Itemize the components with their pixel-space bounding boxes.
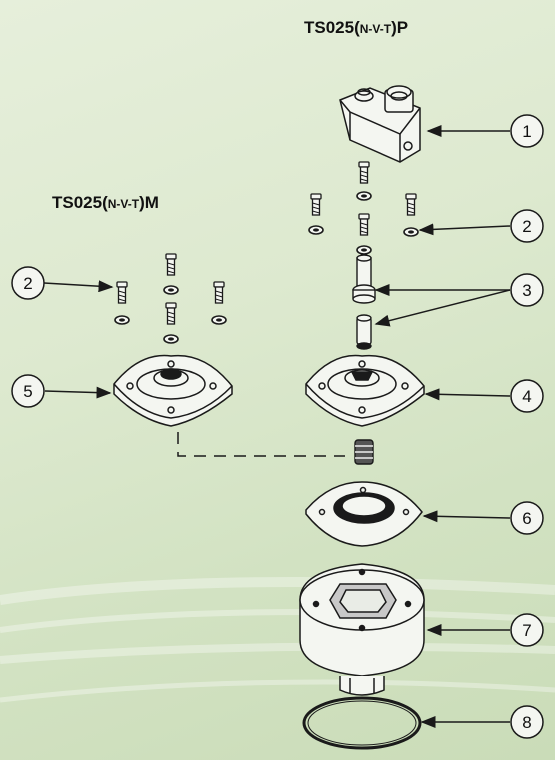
cover-left <box>113 354 233 427</box>
callout-8: 8 <box>510 705 544 739</box>
svg-text:4: 4 <box>522 387 531 406</box>
svg-text:5: 5 <box>23 382 32 401</box>
svg-text:2: 2 <box>23 274 32 293</box>
valve-body <box>299 563 425 696</box>
diaphragm <box>305 481 423 547</box>
svg-text:8: 8 <box>522 713 531 732</box>
callout-1: 1 <box>510 114 544 148</box>
callout-6: 6 <box>510 501 544 535</box>
title-top: TS025(N-V-T)P <box>304 18 409 37</box>
svg-text:3: 3 <box>522 281 531 300</box>
solenoid-coil <box>339 85 421 163</box>
bolts-left <box>114 253 227 344</box>
svg-text:6: 6 <box>522 509 531 528</box>
callout-4: 4 <box>510 379 544 413</box>
plunger-assembly <box>352 254 376 350</box>
callout-3: 3 <box>510 273 544 307</box>
bolts-right <box>308 161 419 255</box>
callout-5: 5 <box>11 374 45 408</box>
dashed-connector <box>177 432 345 457</box>
spring <box>354 439 374 465</box>
cover-right <box>305 354 425 427</box>
title-left: TS025(N-V-T)M <box>52 193 159 212</box>
svg-text:7: 7 <box>522 621 531 640</box>
o-ring <box>302 696 422 750</box>
background-streaks <box>0 577 555 703</box>
svg-text:1: 1 <box>522 122 531 141</box>
svg-text:2: 2 <box>522 217 531 236</box>
callout-7: 7 <box>510 613 544 647</box>
callout-2-left: 2 <box>11 266 45 300</box>
callout-2-right: 2 <box>510 209 544 243</box>
leader-lines <box>43 125 511 728</box>
